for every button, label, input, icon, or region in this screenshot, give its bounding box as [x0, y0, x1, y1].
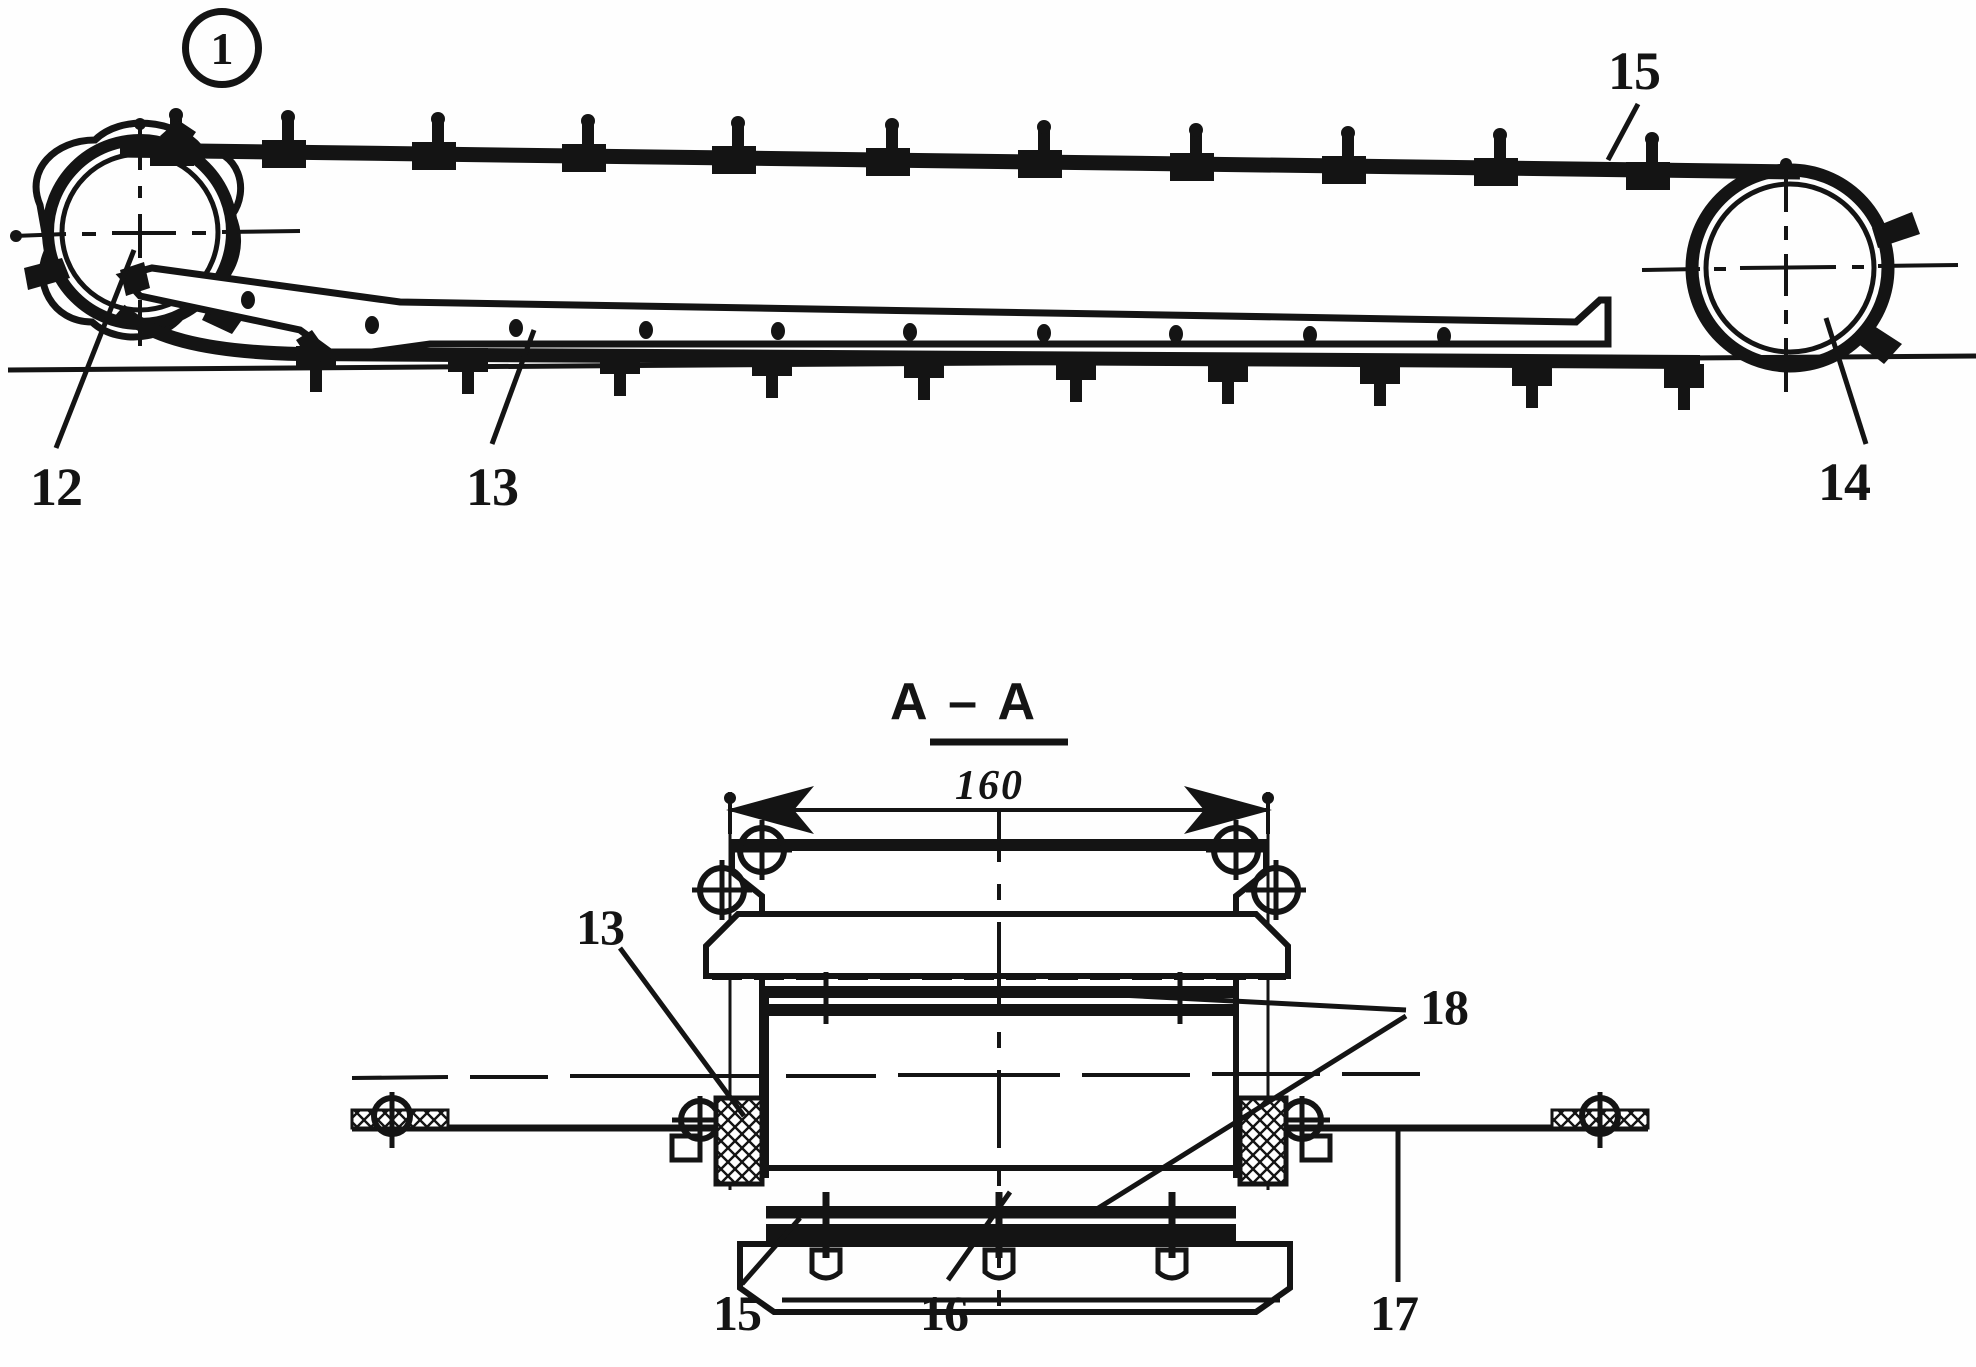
callout-leaders-section: [617, 946, 1408, 1286]
figure-number-badge: 1: [182, 8, 262, 88]
callout-15-section: 15: [713, 1285, 762, 1341]
callout-13-section: 13: [576, 899, 625, 955]
bolt-mid-right: [1246, 860, 1306, 920]
section-bottom-shoe: [737, 1241, 1293, 1315]
leader-18-lower: [1090, 1013, 1408, 1215]
frame-beam-outline: [115, 264, 1612, 356]
idler-centerline-horizontal: [1641, 263, 1959, 272]
track-cleats-upper: [150, 108, 1670, 190]
callout-15: 15: [1608, 41, 1661, 101]
track-frame-beam: [115, 262, 1612, 364]
callout-16-section: 16: [920, 1285, 969, 1341]
leader-16-section: [945, 1190, 1013, 1282]
track-upper-run: [119, 108, 1801, 190]
callout-12: 12: [30, 457, 83, 517]
leader-13: [489, 329, 537, 445]
track-upper-band: [119, 142, 1801, 180]
callout-13: 13: [466, 457, 519, 517]
seal-block-right: [1237, 1095, 1289, 1187]
idler-inner-circle: [1703, 181, 1877, 355]
section-corner-bolts: [692, 820, 1306, 920]
leader-13-section: [617, 946, 747, 1118]
leader-14: [1823, 317, 1869, 445]
bolt-top-right: [1206, 820, 1266, 880]
callout-17-section: 17: [1370, 1285, 1419, 1341]
sprocket-centerline-horizontal: [13, 229, 301, 238]
leader-18-upper: [1099, 991, 1407, 1013]
section-title: A – A: [890, 673, 1040, 731]
leader-12: [53, 249, 137, 449]
leader-15-section: [740, 1216, 802, 1286]
callout-18-section: 18: [1420, 979, 1469, 1035]
bolt-mid-left: [692, 860, 752, 920]
mounting-flange-right: [1262, 1092, 1650, 1163]
section-view-a-a: [350, 738, 1650, 1315]
idler-wheel-right: [1641, 158, 1959, 392]
dimension-160-label: 160: [955, 763, 1024, 809]
track-lower-band: [115, 304, 1701, 369]
section-centerline-horizontal: [351, 1072, 1420, 1080]
callout-leaders-side: [53, 102, 1869, 449]
seal-block-left: [713, 1095, 765, 1187]
leader-15: [1605, 102, 1641, 162]
section-track-lower: [766, 1192, 1236, 1281]
mounting-flange-left: [350, 1092, 740, 1163]
callout-14: 14: [1818, 452, 1871, 512]
bolt-top-left: [732, 820, 792, 880]
side-elevation-view: [7, 102, 1976, 449]
